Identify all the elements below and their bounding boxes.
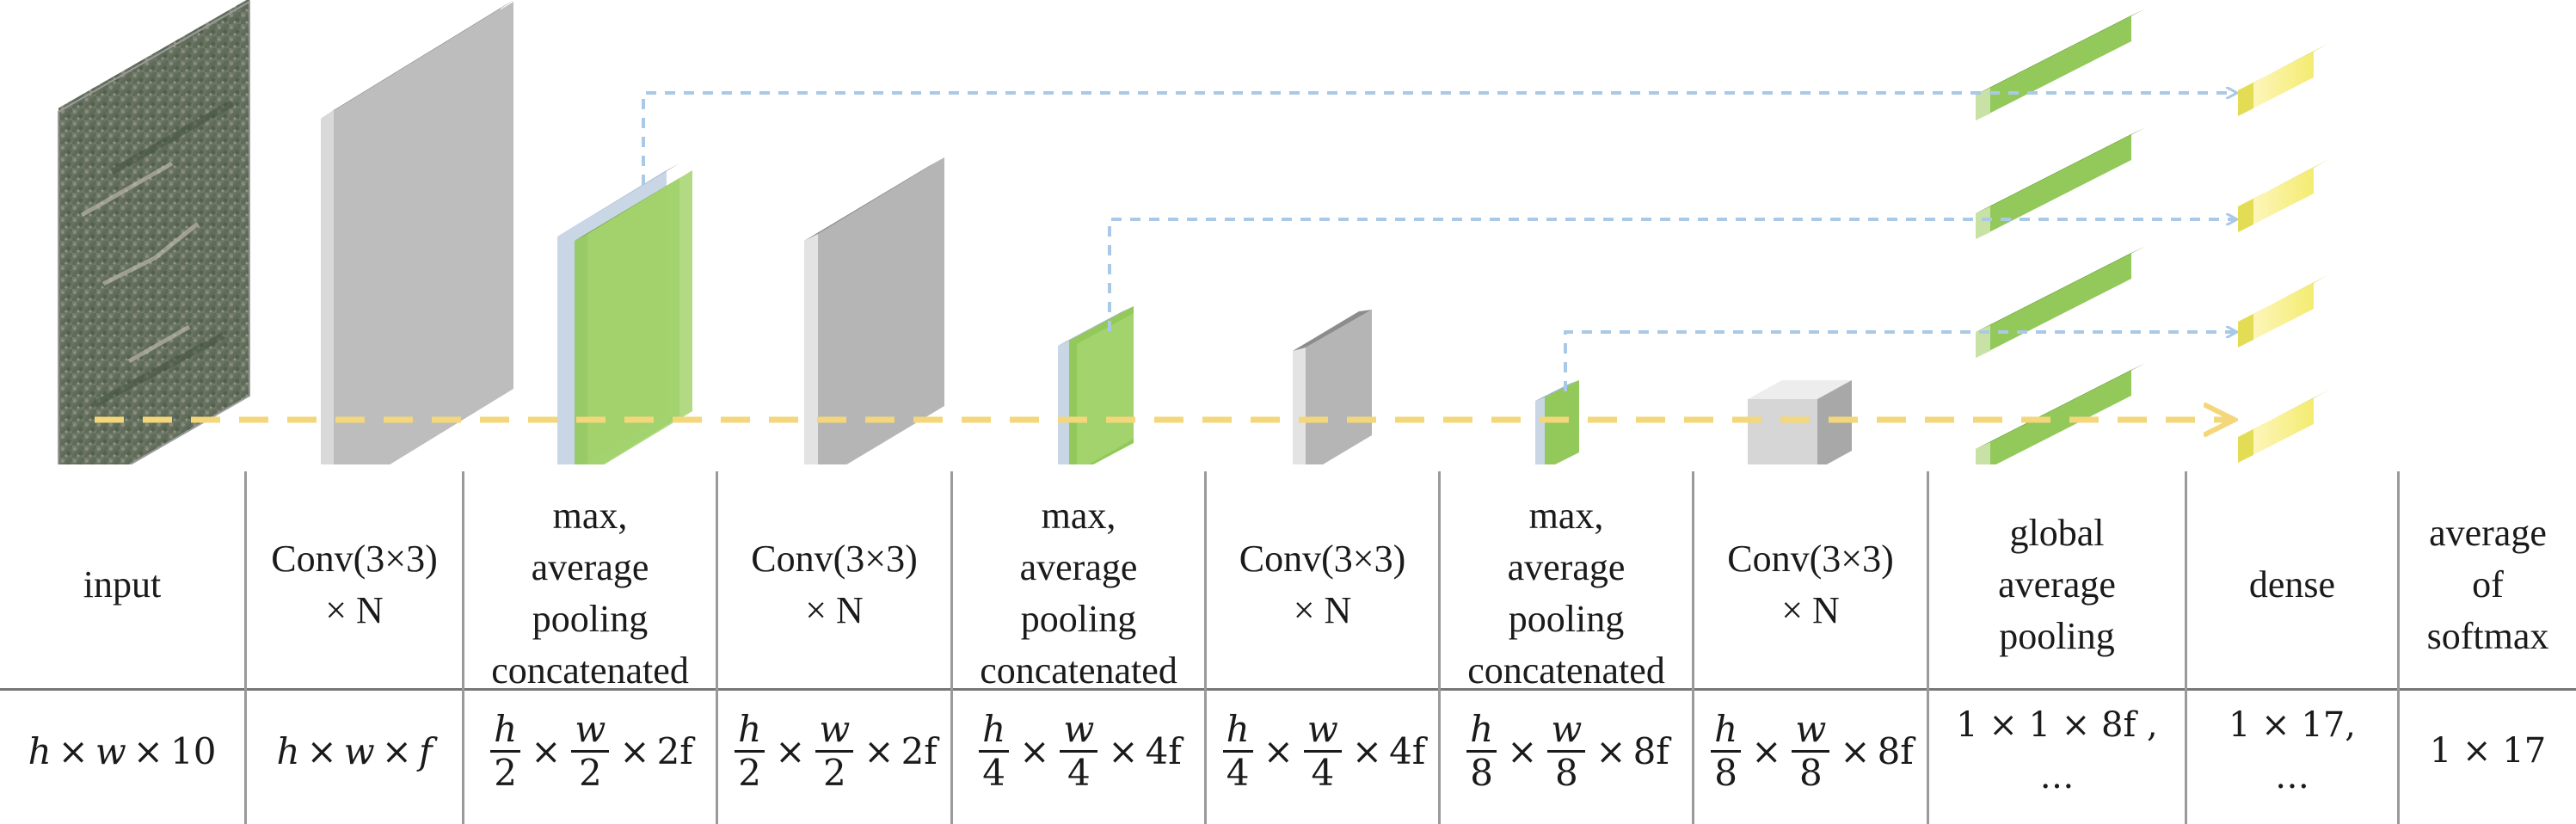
col-sep <box>716 471 718 824</box>
shape-c: 2f <box>656 729 693 772</box>
dense-bar-3 <box>2238 274 2329 347</box>
stage-label-conv-4: Conv(3×3) × N <box>1727 538 1894 631</box>
stage-label-softmax: average of softmax <box>2426 512 2549 657</box>
col-sep <box>244 471 247 824</box>
stage-label-dense: dense <box>2248 563 2336 606</box>
pooling-block-2 <box>1058 306 1134 464</box>
shape-c: 8f <box>1632 729 1669 772</box>
stage-label-pool-2: max, average pooling concatenated <box>980 495 1177 692</box>
shape-softmax: 1 × 17 <box>2429 731 2547 771</box>
gap-bar-1 <box>1976 9 2146 120</box>
col-sep <box>462 471 464 824</box>
col-sep <box>1927 471 1929 824</box>
shape-c: 2f <box>901 729 938 772</box>
stage-label-gap: global average pooling <box>1998 512 2116 657</box>
conv-block-4 <box>1748 380 1852 464</box>
gap-bar-2 <box>1976 127 2146 239</box>
shape-dense: 1 × 17, … <box>2228 705 2356 796</box>
architecture-diagram <box>58 0 2329 464</box>
shape-h: h <box>28 729 52 772</box>
skip-arrow-3 <box>1564 332 2236 391</box>
conv-label-text: Conv(3×3) × N <box>271 538 438 631</box>
stage-label-conv-2: Conv(3×3) × N <box>751 538 918 631</box>
stage-label-pool-1: max, average pooling concatenated <box>491 495 689 692</box>
shape-c: 10 <box>169 729 217 772</box>
conv-block-2 <box>804 157 944 464</box>
dense-bar-4 <box>2238 390 2329 463</box>
dense-bar-2 <box>2238 159 2329 232</box>
col-sep <box>2185 471 2187 824</box>
shape-conv-1: h× w× f <box>276 729 433 772</box>
skip-arrow-2 <box>1108 219 2236 331</box>
dense-bars <box>2238 43 2329 463</box>
gap-bar-3 <box>1976 246 2146 358</box>
input-image <box>58 0 250 464</box>
gap-bar-4 <box>1976 363 2146 464</box>
col-sep <box>1692 471 1694 824</box>
stage-label-conv-3: Conv(3×3) × N <box>1239 538 1406 631</box>
col-sep <box>1204 471 1207 824</box>
shape-gap: 1 × 1 × 8f , … <box>1956 705 2158 796</box>
shape-c: 8f <box>1877 729 1914 772</box>
shape-c: 4f <box>1145 729 1182 772</box>
shape-c: f <box>418 729 433 772</box>
stage-label-input: input <box>83 563 162 606</box>
stage-label-conv-1: Conv(3×3) × N <box>247 499 462 671</box>
shape-input: h× w× 10 <box>28 729 217 772</box>
shape-h: h <box>276 729 300 772</box>
col-sep <box>2397 471 2400 824</box>
pooling-block-1 <box>557 163 692 464</box>
table-divider <box>0 688 2576 691</box>
shape-w: w <box>95 729 126 772</box>
global-pooling-bars <box>1976 9 2146 464</box>
shape-c: 4f <box>1389 729 1426 772</box>
col-sep <box>1438 471 1441 824</box>
skip-connections <box>642 93 2236 391</box>
conv-block-3 <box>1293 310 1372 464</box>
conv-block-1 <box>321 0 513 464</box>
stage-label-pool-3: max, average pooling concatenated <box>1467 495 1665 692</box>
shape-w: w <box>343 729 375 772</box>
dense-bar-1 <box>2238 43 2329 116</box>
col-sep <box>950 471 953 824</box>
